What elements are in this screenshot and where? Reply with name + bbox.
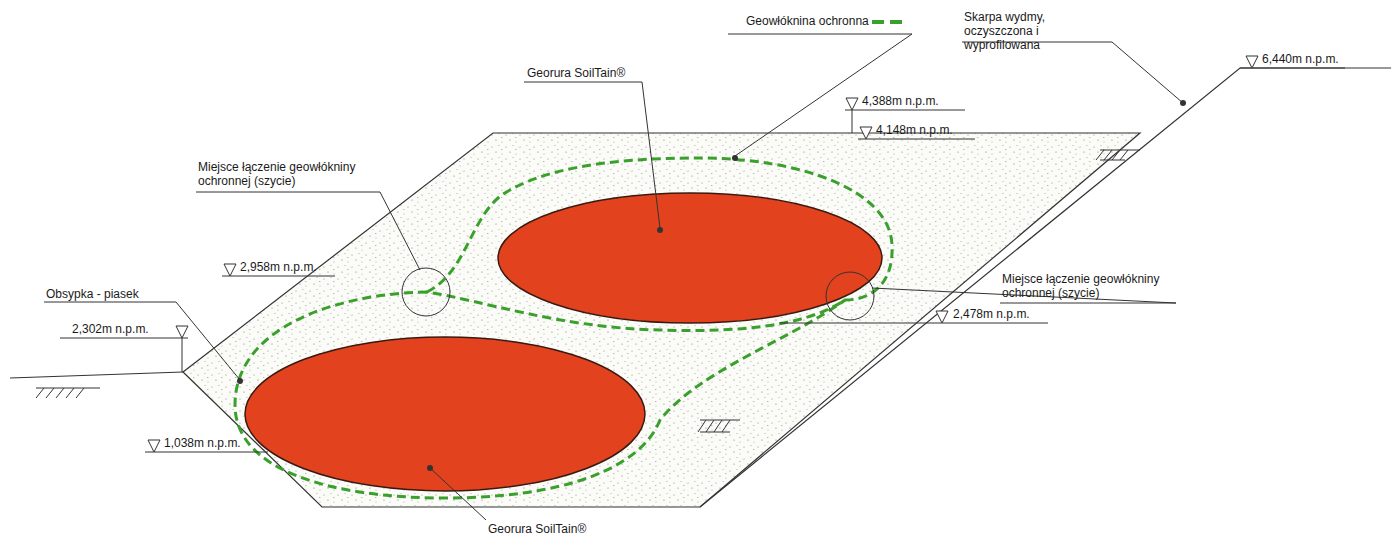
elevation: 4,388m n.p.m. bbox=[862, 94, 939, 108]
annotation: Obsypka - piasek bbox=[46, 287, 139, 301]
annotation: Miejsce łączenie geowłókniny ochronnej (… bbox=[198, 160, 383, 188]
legend-sample bbox=[872, 20, 902, 24]
part-label: Georura SoilTain® bbox=[488, 522, 586, 536]
seam-circle bbox=[826, 272, 874, 320]
elevation: 2,302m n.p.m. bbox=[72, 322, 149, 336]
elevation: 2,958m n.p.m. bbox=[240, 260, 317, 274]
part-label: Georura SoilTain® bbox=[527, 66, 625, 80]
legend-text: Geowłóknina ochronna bbox=[746, 14, 869, 28]
seam-circle bbox=[402, 268, 450, 316]
geotube bbox=[498, 193, 882, 323]
annotation: Skarpa wydmy, oczyszczona i wyprofilowan… bbox=[964, 10, 1114, 52]
elevation: 2,478m n.p.m. bbox=[952, 307, 1031, 321]
geotube bbox=[245, 337, 645, 491]
elevation: 1,038m n.p.m. bbox=[164, 436, 241, 450]
annotation: Miejsce łączenie geowłókniny ochronnej (… bbox=[1002, 272, 1177, 300]
elevation: 4,148m n.p.m. bbox=[876, 123, 953, 137]
elevation: 6,440m n.p.m. bbox=[1262, 52, 1339, 66]
sand-fill bbox=[183, 133, 1140, 507]
